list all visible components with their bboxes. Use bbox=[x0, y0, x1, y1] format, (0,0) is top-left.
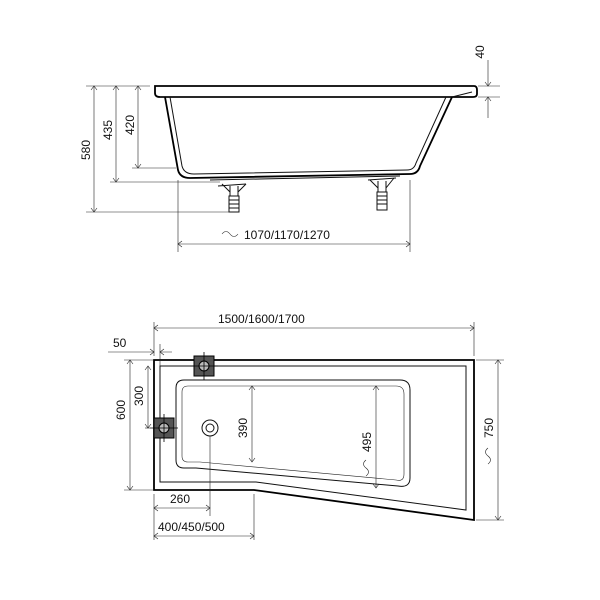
tub-outline bbox=[153, 359, 475, 522]
dim-length-plan: 1500/1600/1700 bbox=[218, 312, 305, 326]
dim-50: 50 bbox=[113, 336, 127, 350]
dim-495: 495 bbox=[360, 432, 374, 452]
basin-outline bbox=[175, 379, 411, 487]
tub-rim bbox=[154, 85, 478, 98]
dim-390: 390 bbox=[236, 418, 250, 438]
side-view: 580 435 420 40 1070/1170/1270 bbox=[79, 45, 500, 252]
dim-435: 435 bbox=[101, 120, 115, 140]
overflow-fitting-top bbox=[190, 352, 218, 380]
dim-length-side: 1070/1170/1270 bbox=[244, 228, 330, 242]
right-foot bbox=[367, 177, 397, 211]
plan-view: 1500/1600/1700 50 600 300 390 495 750 26… bbox=[108, 312, 504, 540]
dim-750: 750 bbox=[482, 418, 496, 438]
dim-bottom-width: 400/450/500 bbox=[158, 520, 225, 534]
left-foot bbox=[217, 183, 247, 213]
dim-600: 600 bbox=[114, 400, 128, 420]
dim-260: 260 bbox=[170, 492, 190, 506]
tub-body bbox=[164, 96, 453, 179]
dim-420: 420 bbox=[123, 115, 137, 135]
dim-300: 300 bbox=[132, 386, 146, 406]
dim-40: 40 bbox=[473, 45, 487, 59]
overflow-fitting-side bbox=[150, 414, 178, 442]
drain bbox=[201, 419, 219, 437]
dim-580: 580 bbox=[79, 140, 93, 160]
